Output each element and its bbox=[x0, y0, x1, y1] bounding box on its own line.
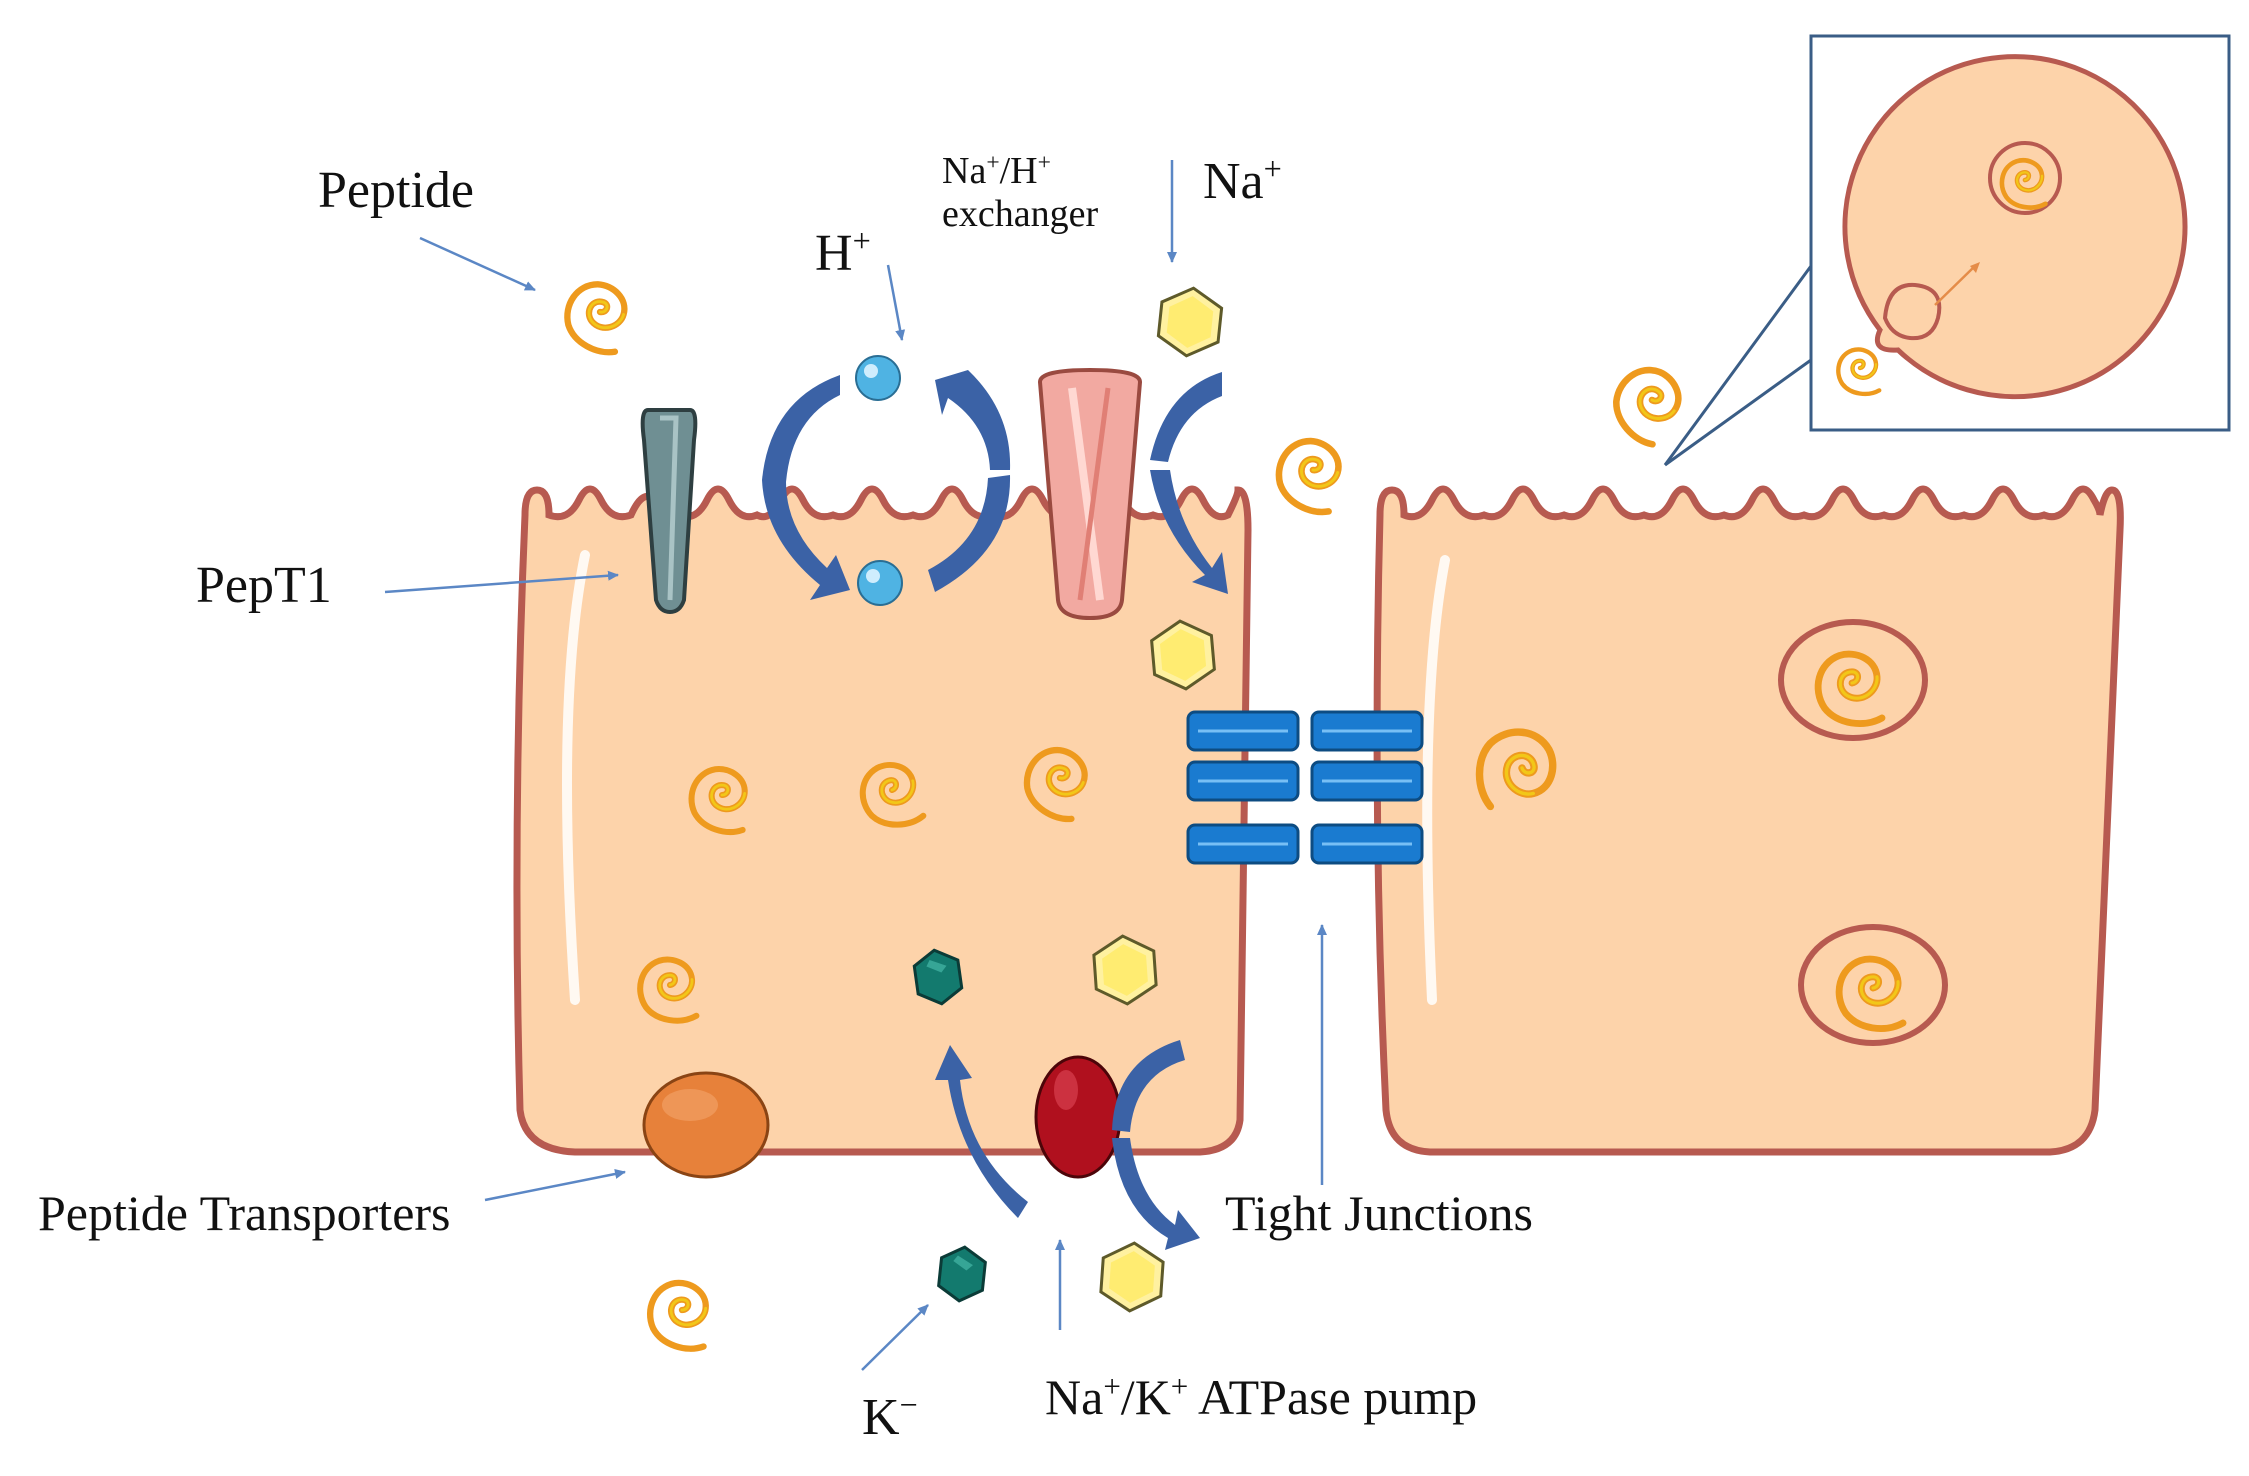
right-epithelial-cell bbox=[1373, 485, 2124, 1156]
na-hexagon-extracellular bbox=[1155, 283, 1225, 361]
label-na-k-atpase-pump: Na+/K+ ATPase pump bbox=[1045, 1369, 1478, 1425]
tight-junctions bbox=[1186, 710, 1424, 865]
left-cell-highlight bbox=[562, 550, 590, 1005]
h-arrow-right-bottom bbox=[928, 475, 1011, 592]
label-exchanger-na: Na bbox=[942, 150, 987, 192]
h-arrow-right-top bbox=[935, 370, 1011, 470]
endocytosis-inset bbox=[1663, 34, 2231, 467]
label-k-base: K bbox=[862, 1389, 900, 1446]
label-pump-k-sup: + bbox=[1170, 1368, 1189, 1404]
label-tight-junctions: Tight Junctions bbox=[1225, 1185, 1533, 1241]
label-h-ion-sup: + bbox=[852, 222, 871, 259]
vesicle-lower bbox=[1798, 924, 1948, 1046]
label-h-ion-base: H bbox=[815, 225, 853, 282]
inset-vesicle-internal bbox=[1988, 141, 2062, 215]
peptide-spiral-near-right-cell bbox=[1602, 358, 1692, 448]
inset-direction-arrowhead bbox=[1970, 262, 1980, 273]
h-ion-pointer bbox=[886, 264, 906, 341]
label-pump-rest: ATPase pump bbox=[1188, 1369, 1478, 1425]
label-na-base: Na bbox=[1203, 153, 1264, 210]
label-pointers bbox=[384, 160, 1327, 1371]
pept1-pointer bbox=[384, 570, 619, 594]
label-exchanger-line2: exchanger bbox=[942, 192, 1099, 235]
label-k-ion: K− bbox=[862, 1389, 918, 1446]
pept1-transporter bbox=[640, 408, 698, 615]
k-hexagon-extracellular bbox=[935, 1243, 989, 1305]
label-k-sup: − bbox=[899, 1386, 918, 1423]
na-exchanger-arrows bbox=[1150, 372, 1228, 594]
label-exchanger-line1: Na+/H+ bbox=[942, 150, 1098, 193]
na-arrow-out-bottom bbox=[1112, 1138, 1200, 1250]
label-pump-na: Na bbox=[1045, 1369, 1104, 1425]
label-na-ion: Na+ bbox=[1203, 153, 1282, 210]
peptide-spiral-paracellular bbox=[1269, 433, 1349, 517]
h-arrow-left-curve bbox=[762, 375, 850, 600]
na-hexagon-pump-extracellular bbox=[1098, 1239, 1166, 1315]
na-arrow-in-top bbox=[1150, 372, 1222, 462]
label-pept1: PepT1 bbox=[196, 557, 332, 614]
right-cell-body bbox=[1373, 485, 2124, 1156]
label-exchanger-h-sup: + bbox=[1037, 149, 1051, 176]
k-arrow-in bbox=[935, 1045, 1028, 1218]
label-exchanger-na-sup: + bbox=[986, 149, 1000, 176]
right-cell-highlight bbox=[1422, 555, 1450, 1005]
na-arrow-out-top bbox=[1112, 1040, 1185, 1132]
label-pump-slash-k: /K bbox=[1120, 1369, 1171, 1425]
k-pointer bbox=[861, 1304, 929, 1371]
label-peptide-transporters: Peptide Transporters bbox=[38, 1185, 451, 1241]
label-exchanger-slash-h: /H bbox=[999, 150, 1038, 192]
inset-vesicle-forming bbox=[1882, 282, 1942, 341]
peptide-pointer bbox=[419, 236, 536, 292]
na-h-exchanger bbox=[1037, 367, 1143, 621]
peptide-transporter-basolateral bbox=[642, 1071, 770, 1179]
peptide-spiral-basolateral bbox=[645, 1278, 714, 1351]
label-na-sup: + bbox=[1263, 150, 1282, 187]
na-arrow-in-bottom bbox=[1150, 470, 1228, 594]
vesicle-upper bbox=[1778, 619, 1928, 741]
peptide-transporters-pointer bbox=[484, 1169, 626, 1202]
label-na-h-exchanger: Na+/H+ exchanger bbox=[942, 150, 1098, 235]
h-ion-extracellular bbox=[855, 355, 901, 401]
label-peptide: Peptide bbox=[318, 162, 474, 219]
inset-cell bbox=[1842, 54, 2188, 400]
inset-callout-line-bottom bbox=[1664, 358, 1812, 467]
label-h-ion: H+ bbox=[815, 225, 871, 282]
h-ion-intracellular bbox=[857, 560, 903, 606]
pump-cycle-arrows bbox=[935, 1040, 1200, 1250]
na-k-atpase-pump bbox=[1034, 1055, 1122, 1179]
inset-direction-arrow bbox=[1934, 265, 1976, 306]
h-cycle-arrows bbox=[762, 370, 1011, 600]
inset-callout-line-top bbox=[1663, 265, 1813, 466]
label-pump-na-sup: + bbox=[1103, 1368, 1121, 1404]
peptide-spiral-lumen bbox=[558, 276, 635, 356]
